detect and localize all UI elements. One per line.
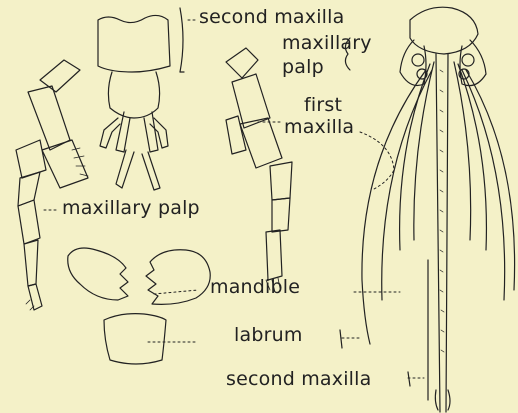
label-maxillary-palp-left: maxillary palp — [62, 199, 200, 217]
second-maxilla-drawing — [98, 8, 184, 190]
proboscis-drawing — [362, 7, 515, 412]
label-labrum: labrum — [234, 326, 303, 344]
label-first-maxilla-line2: maxilla — [284, 118, 354, 136]
label-maxillary-palp-right-line1: maxillary — [282, 34, 372, 52]
label-maxillary-palp-right-line2: palp — [282, 58, 324, 76]
label-first-maxilla-line1: first — [304, 96, 342, 114]
left-maxilla-drawing — [16, 60, 88, 310]
label-mandible: mandible — [210, 278, 300, 296]
labrum-drawing — [104, 314, 166, 364]
first-maxilla-drawing — [226, 48, 292, 292]
mandibles-drawing — [68, 248, 210, 304]
label-second-maxilla-bottom: second maxilla — [226, 370, 371, 388]
label-second-maxilla-top: second maxilla — [199, 8, 344, 26]
